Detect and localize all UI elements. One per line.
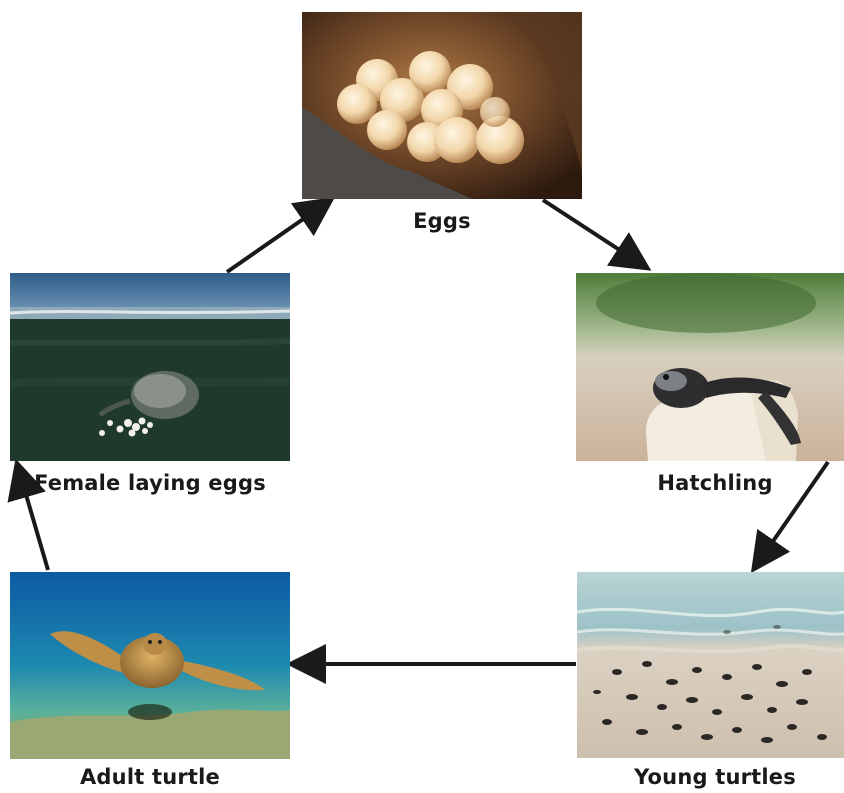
female-laying-eggs-label: Female laying eggs	[20, 471, 280, 495]
hatchling-label: Hatchling	[630, 471, 800, 495]
adult-turtle-label: Adult turtle	[70, 765, 230, 789]
hatchling-photo	[576, 273, 844, 461]
young-turtles-label: Young turtles	[610, 765, 820, 789]
young-turtles-photo	[577, 572, 844, 758]
arrow-female-to-eggs	[227, 206, 322, 272]
arrow-eggs-to-hatchling	[543, 200, 638, 262]
adult-turtle-photo	[10, 572, 290, 759]
eggs-label: Eggs	[392, 209, 492, 233]
eggs-photo	[302, 12, 582, 199]
female-laying-eggs-photo	[10, 273, 290, 461]
